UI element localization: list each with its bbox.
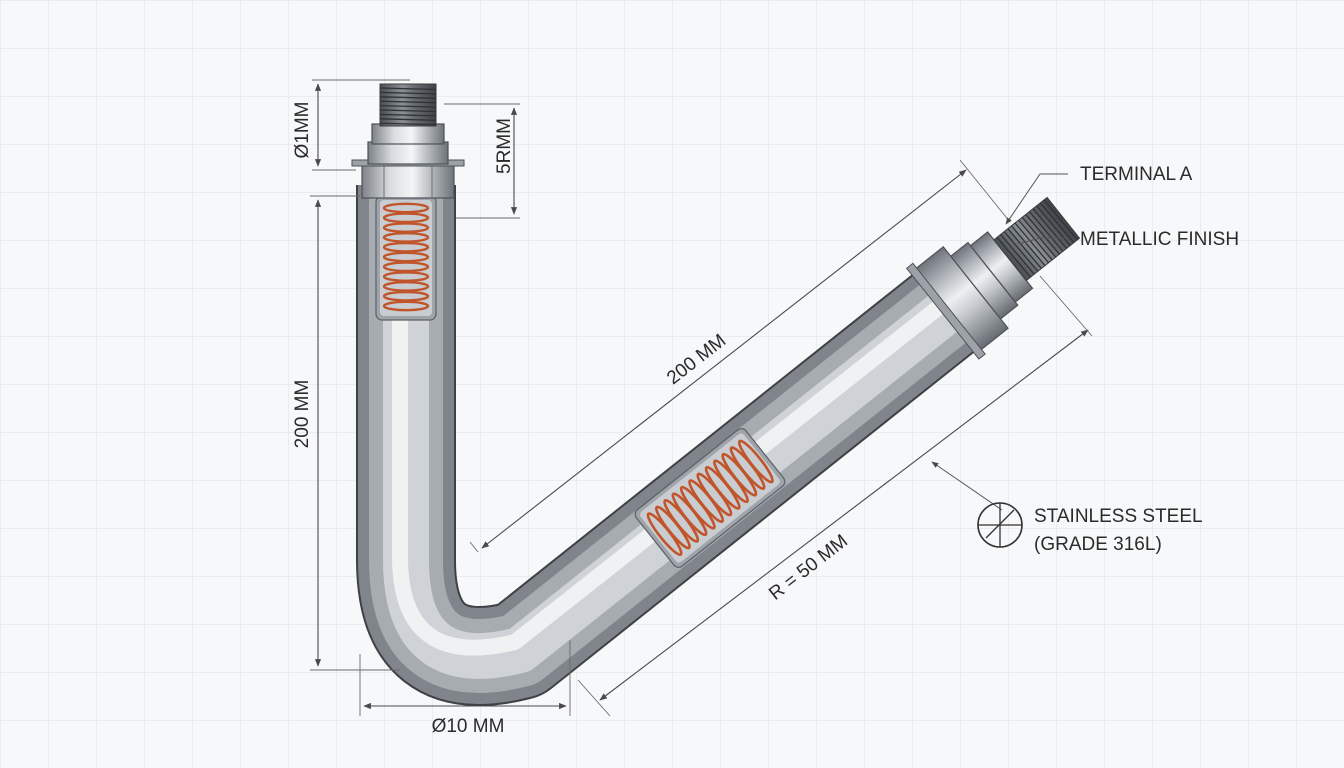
label-dia-top: Ø1MM [292, 102, 313, 159]
coil-window-top [375, 195, 437, 321]
label-material-line1: STAINLESS STEEL [1034, 506, 1203, 527]
label-len-vertical: 200 MM [292, 380, 313, 449]
label-material-line2: (GRADE 316L) [1034, 534, 1162, 555]
label-finish: METALLIC FINISH [1080, 229, 1239, 250]
spring-coil [382, 202, 430, 312]
material-symbol-icon [977, 502, 1023, 548]
pipe-body [356, 185, 992, 706]
label-len-top: 5RMM [494, 118, 515, 174]
label-terminal: TERMINAL A [1080, 164, 1193, 185]
leader-lines [931, 173, 1068, 511]
label-dia-bottom: Ø10 MM [432, 716, 505, 737]
top-fitting [351, 83, 465, 199]
dimension-lines [310, 79, 1093, 717]
